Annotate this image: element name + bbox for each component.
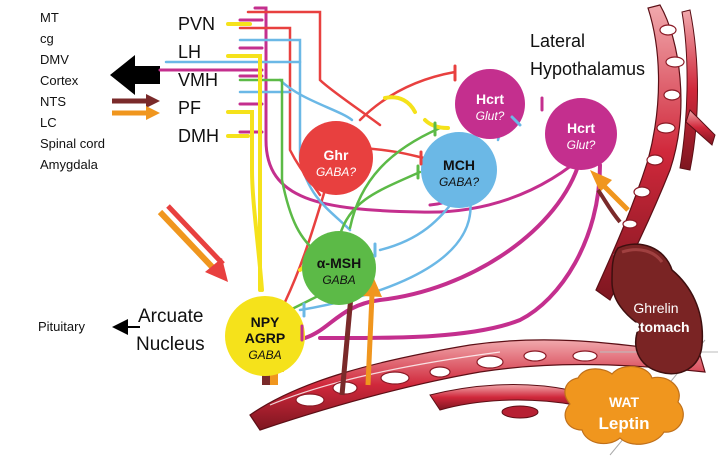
leptin-label: Leptin — [599, 414, 650, 433]
wat-label: WAT — [609, 394, 640, 410]
hcrt-2-neuron-body — [545, 98, 617, 170]
projection-target-list: MT cg DMV Cortex NTS LC Spinal cord Amyg… — [40, 10, 105, 172]
node-ghr: Ghr GABA? — [299, 121, 373, 195]
alpha-msh-name: α-MSH — [317, 255, 361, 271]
node-hcrt-1: Hcrt Glut? — [455, 69, 525, 139]
arcuate-label-line2: Nucleus — [136, 334, 205, 355]
region-lh: LH — [178, 42, 201, 62]
region-dmh: DMH — [178, 126, 219, 146]
npy-agrp-transmitter: GABA — [248, 348, 281, 362]
npy-name: NPY — [251, 314, 280, 330]
black-arrow-icon — [110, 55, 160, 95]
ghr-transmitter: GABA? — [316, 165, 356, 179]
target-cortex: Cortex — [40, 73, 79, 88]
alpha-msh-neuron-body — [302, 231, 376, 305]
target-lc: LC — [40, 115, 57, 130]
agrp-name: AGRP — [245, 330, 285, 346]
lateral-hypothalamus-label-line1: Lateral — [530, 31, 585, 51]
target-spinal-cord: Spinal cord — [40, 136, 105, 151]
npy-agrp-neuron-body — [225, 296, 305, 376]
pathway-arrows-pf — [112, 94, 160, 120]
mch-neuron-body — [421, 132, 497, 208]
node-npy-agrp: NPY AGRP GABA — [225, 296, 305, 376]
target-mt: MT — [40, 10, 59, 25]
hcrt-1-name: Hcrt — [476, 91, 504, 107]
projection-lines — [158, 6, 602, 341]
wat-fat-tissue: WAT Leptin — [564, 365, 684, 445]
hcrt-1-neuron-body — [455, 69, 525, 139]
arcuate-label-line1: Arcuate — [138, 306, 203, 327]
pituitary-label: Pituitary — [38, 319, 85, 334]
target-cg: cg — [40, 31, 54, 46]
ghr-neuron-body — [299, 121, 373, 195]
right-vessel — [595, 4, 682, 301]
hcrt-2-transmitter: Glut? — [567, 138, 596, 152]
hcrt-1-transmitter: Glut? — [476, 109, 505, 123]
stomach-label-ghrelin: Ghrelin — [633, 300, 678, 316]
blood-vessel-network — [249, 4, 718, 456]
hypothalamic-region-labels: PVN LH VMH PF DMH — [178, 14, 219, 146]
target-amygdala: Amygdala — [40, 157, 99, 172]
bottom-vessel — [249, 339, 706, 431]
alpha-msh-transmitter: GABA — [322, 273, 355, 287]
node-mch: MCH GABA? — [421, 132, 497, 208]
stomach-organ: Ghrelin Stomach — [611, 243, 704, 375]
target-nts: NTS — [40, 94, 66, 109]
node-hcrt-2: Hcrt Glut? — [545, 98, 617, 170]
target-dmv: DMV — [40, 52, 69, 67]
region-pf: PF — [178, 98, 201, 118]
stomach-label-stomach: Stomach — [630, 319, 689, 335]
inhibitory-terminals — [300, 64, 544, 342]
mch-name: MCH — [443, 157, 475, 173]
node-alpha-msh: α-MSH GABA — [302, 231, 376, 305]
mch-transmitter: GABA? — [439, 175, 479, 189]
region-pvn: PVN — [178, 14, 215, 34]
ghr-name: Ghr — [324, 147, 349, 163]
lateral-hypothalamus-label-line2: Hypothalamus — [530, 59, 645, 79]
region-vmh: VMH — [178, 70, 218, 90]
hcrt-2-name: Hcrt — [567, 120, 595, 136]
